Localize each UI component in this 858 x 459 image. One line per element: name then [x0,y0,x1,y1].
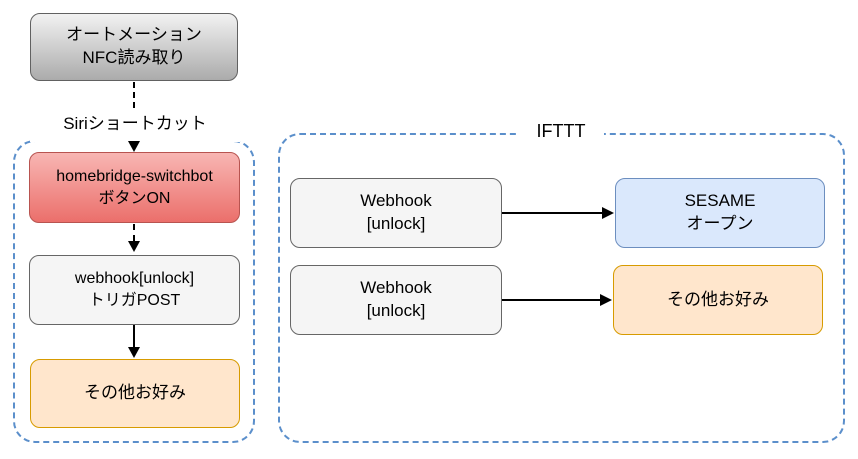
node-webhook-unlock-2: Webhook [unlock] [290,265,502,335]
connector-webhook1-to-sesame-arrowhead [602,207,614,219]
node-automation-nfc-line1: オートメーション [66,25,202,45]
connector-webhook-to-other-arrowhead [128,347,140,358]
node-webhook-unlock-2-line1: Webhook [360,278,432,298]
node-webhook-trigger-post-line2: トリガPOST [88,292,181,309]
node-webhook-unlock-2-line2: [unlock] [366,301,426,320]
node-homebridge-switchbot-line1: homebridge-switchbot [56,167,213,185]
node-sesame-open-line1: SESAME [684,191,756,211]
connector-automation-to-homebridge-arrowhead [128,141,140,152]
node-sesame-open: SESAME オープン [615,178,825,248]
node-homebridge-switchbot: homebridge-switchbot ボタンON [29,152,240,223]
node-automation-nfc-line2: NFC読み取り [82,48,186,67]
node-automation-nfc: オートメーション NFC読み取り [30,13,238,81]
node-webhook-unlock-1: Webhook [unlock] [290,178,502,248]
connector-webhook1-to-sesame-line [502,212,603,214]
node-other-preference-left: その他お好み [30,359,240,428]
node-other-preference-left-line1: その他お好み [84,383,186,403]
connector-webhook2-to-other-line [502,299,601,301]
connector-homebridge-to-webhook-line [133,224,135,241]
node-webhook-unlock-1-line1: Webhook [360,191,432,211]
node-other-preference-right-line1: その他お好み [667,289,769,309]
group-ifttt-label: IFTTT [518,114,604,150]
node-webhook-trigger-post-line1: webhook[unlock] [74,270,195,288]
connector-webhook2-to-other-arrowhead [600,294,612,306]
node-sesame-open-line2: オープン [686,214,754,233]
node-webhook-trigger-post: webhook[unlock] トリガPOST [29,255,240,325]
group-siri-shortcut-label: Siriショートカット [30,106,240,142]
node-homebridge-switchbot-line2: ボタンON [98,189,171,207]
connector-automation-to-siri-line [133,82,135,108]
node-other-preference-right: その他お好み [613,265,823,335]
connector-homebridge-to-webhook-arrowhead [128,241,140,252]
node-webhook-unlock-1-line2: [unlock] [366,214,426,233]
connector-webhook-to-other-line [133,325,135,348]
